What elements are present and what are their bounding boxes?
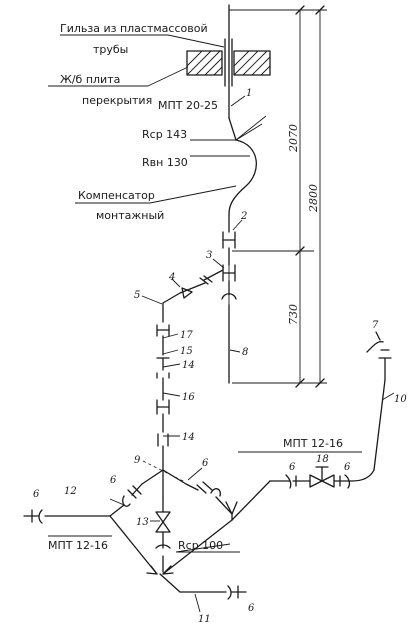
coupling-3 [212, 258, 236, 282]
position-1: 1 [246, 88, 252, 99]
position-4: 4 [168, 272, 175, 283]
riser-cap [221, 293, 237, 300]
connecting-line-right [231, 480, 291, 521]
faucet-7 [366, 331, 395, 401]
sleeve-label-line1: Гильза из пластмассовой [60, 22, 208, 35]
sleeve-label-line2: трубы [93, 43, 128, 56]
position-13: 13 [136, 517, 149, 528]
riser-pipe-label: МПТ 20-25 [158, 99, 218, 112]
position-5: 5 [134, 290, 140, 301]
dimension-730: 730 [287, 304, 300, 325]
sleeve-leader [167, 34, 225, 48]
bend-radius-arrows [190, 115, 267, 157]
right-header [238, 379, 386, 489]
coupling-2 [222, 219, 243, 249]
position-14b: 14 [182, 432, 195, 443]
position-15: 15 [180, 346, 193, 357]
position-6f: 6 [248, 603, 255, 614]
position-18: 18 [316, 454, 329, 465]
mpt-right-label: МПТ 12-16 [283, 437, 343, 450]
position-11: 11 [198, 614, 211, 625]
slab-label-line1: Ж/б плита [60, 73, 120, 86]
branch-right-lower [185, 481, 233, 515]
plastic-sleeve [224, 38, 233, 87]
comp-leader [149, 185, 237, 204]
position-12: 12 [64, 486, 77, 497]
bottom-pipe-11 [109, 515, 247, 600]
slab-leader [147, 66, 189, 87]
pos-1-leader [230, 95, 246, 107]
left-header [23, 509, 112, 537]
position-6a: 6 [202, 458, 209, 469]
mpt-left-label: МПТ 12-16 [48, 539, 108, 552]
branch-pipe-upper [162, 269, 224, 304]
position-8: 8 [242, 347, 248, 358]
rcp-100-leader [175, 543, 231, 553]
drain-arrow-right [225, 501, 238, 521]
position-10: 10 [394, 394, 407, 405]
rcp-143-label: Rср 143 [142, 128, 187, 141]
compensator-label-line1: Компенсатор [78, 189, 155, 202]
position-6b: 6 [110, 475, 117, 486]
tee-9 [141, 460, 187, 499]
rcp-100-label: Rср 100 [178, 539, 223, 552]
rvn-130-label: Rвн 130 [142, 156, 188, 169]
branch-left-lower [109, 483, 143, 517]
position-17: 17 [180, 330, 193, 341]
valve-13 [150, 497, 171, 573]
position-9: 9 [134, 455, 141, 466]
position-2: 2 [240, 211, 247, 222]
dimension-2070: 2070 [287, 124, 300, 153]
position-14a: 14 [182, 360, 195, 371]
riser-pipe [228, 4, 257, 384]
compensator-label-line2: монтажный [96, 209, 164, 222]
dimension-2800: 2800 [307, 184, 320, 213]
floor-slab [186, 50, 271, 76]
slab-label-line2: перекрытия [82, 94, 152, 107]
main-vertical-pipe [156, 302, 170, 471]
position-6e: 6 [33, 489, 40, 500]
position-6d: 6 [344, 462, 351, 473]
position-leaders [109, 295, 241, 613]
position-16: 16 [182, 392, 195, 403]
position-7: 7 [372, 320, 379, 331]
position-3: 3 [206, 250, 212, 261]
position-6c: 6 [289, 462, 296, 473]
